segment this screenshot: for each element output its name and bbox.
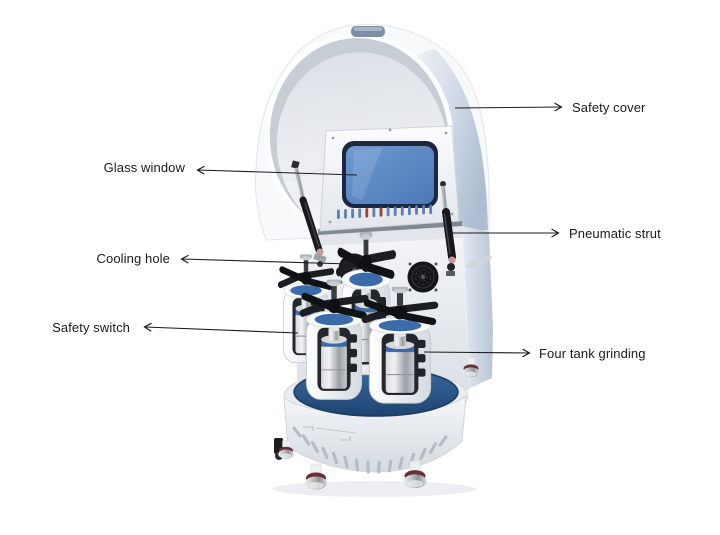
foot-front-left <box>304 463 328 490</box>
label-safety-cover: Safety cover <box>572 100 646 115</box>
arrow-cooling-hole <box>180 254 351 265</box>
lid-panel <box>319 125 460 232</box>
callout-arrows <box>143 102 563 358</box>
label-safety-switch: Safety switch <box>52 320 130 335</box>
glass-window-part <box>342 141 438 208</box>
label-cooling-hole: Cooling hole <box>96 251 170 266</box>
arrow-safety-switch <box>143 322 299 334</box>
brand-logo <box>465 255 493 269</box>
cooling-hole-right <box>406 260 440 294</box>
grinding-station-front-right <box>365 287 434 403</box>
ground-shadow <box>272 481 476 497</box>
label-glass-window: Glass window <box>103 160 185 175</box>
pneumatic-strut-right <box>440 181 456 276</box>
label-four-tank-grinding: Four tank grinding <box>539 346 646 361</box>
lid-vents <box>337 204 433 219</box>
arrow-four-tank-grinding <box>423 348 531 358</box>
label-pneumatic-strut: Pneumatic strut <box>569 226 661 241</box>
arrow-safety-cover <box>454 102 563 112</box>
grinding-station-front-left <box>303 280 366 400</box>
base-drum <box>283 394 467 474</box>
base-vent-slots <box>292 426 448 474</box>
arrow-glass-window <box>196 165 358 176</box>
hood-handle <box>351 26 385 37</box>
